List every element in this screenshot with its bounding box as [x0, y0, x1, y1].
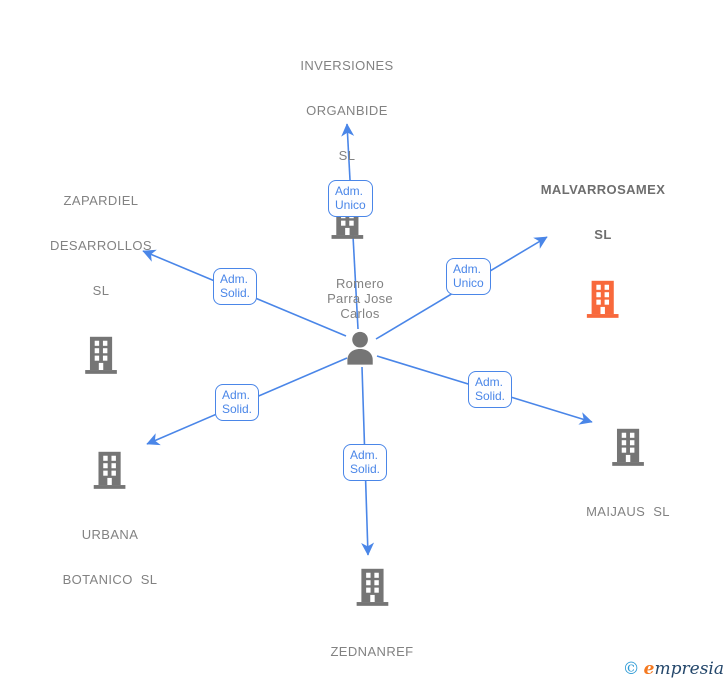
company-node-maijaus[interactable]: MAIJAUS SL — [586, 427, 670, 549]
company-name: ZEDNANREF SL — [330, 644, 414, 659]
edge-label-adm-unico-top: Adm.Unico — [328, 180, 373, 217]
edge-label-adm-unico-right: Adm.Unico — [446, 258, 491, 295]
person-icon — [340, 328, 380, 368]
person-node-romero-parra-jose-carlos[interactable]: Romero Parra Jose Carlos — [327, 276, 393, 368]
brand-rest: mpresia — [654, 659, 725, 679]
building-icon — [91, 450, 129, 490]
company-name: MAIJAUS SL — [586, 504, 670, 519]
company-name: URBANA BOTANICO SL — [62, 527, 158, 587]
brand-e: e — [643, 659, 655, 679]
building-icon — [353, 567, 391, 607]
company-node-zapardiel-desarrollos[interactable]: ZAPARDIEL DESARROLLOS SL — [50, 163, 152, 375]
edge-label-adm-solid-left-upper: Adm.Solid. — [213, 268, 258, 305]
company-node-zednanref[interactable]: ZEDNANREF SL — [330, 567, 413, 685]
company-name: ZAPARDIEL DESARROLLOS SL — [50, 193, 152, 298]
company-name: INVERSIONES ORGANBIDE SL — [300, 58, 394, 163]
person-name: Romero Parra Jose Carlos — [327, 276, 393, 321]
copyright-icon: © — [622, 659, 640, 679]
edge-label-adm-solid-right: Adm.Solid. — [468, 371, 513, 408]
company-node-urbana-botanico[interactable]: URBANA BOTANICO SL — [63, 450, 158, 617]
company-node-malvarrosamex[interactable]: MALVARROSAMEX SL — [541, 152, 666, 319]
company-name: MALVARROSAMEX SL — [540, 182, 666, 242]
empresia-logo[interactable]: ©empresia — [623, 659, 724, 679]
building-icon — [82, 335, 120, 375]
building-icon-highlighted — [584, 279, 622, 319]
company-node-inversiones-organbide[interactable]: INVERSIONES ORGANBIDE SL — [300, 28, 393, 240]
edge-label-adm-solid-bottom: Adm.Solid. — [343, 444, 388, 481]
building-icon — [609, 427, 647, 467]
edge-label-adm-solid-left-lower: Adm.Solid. — [215, 384, 260, 421]
